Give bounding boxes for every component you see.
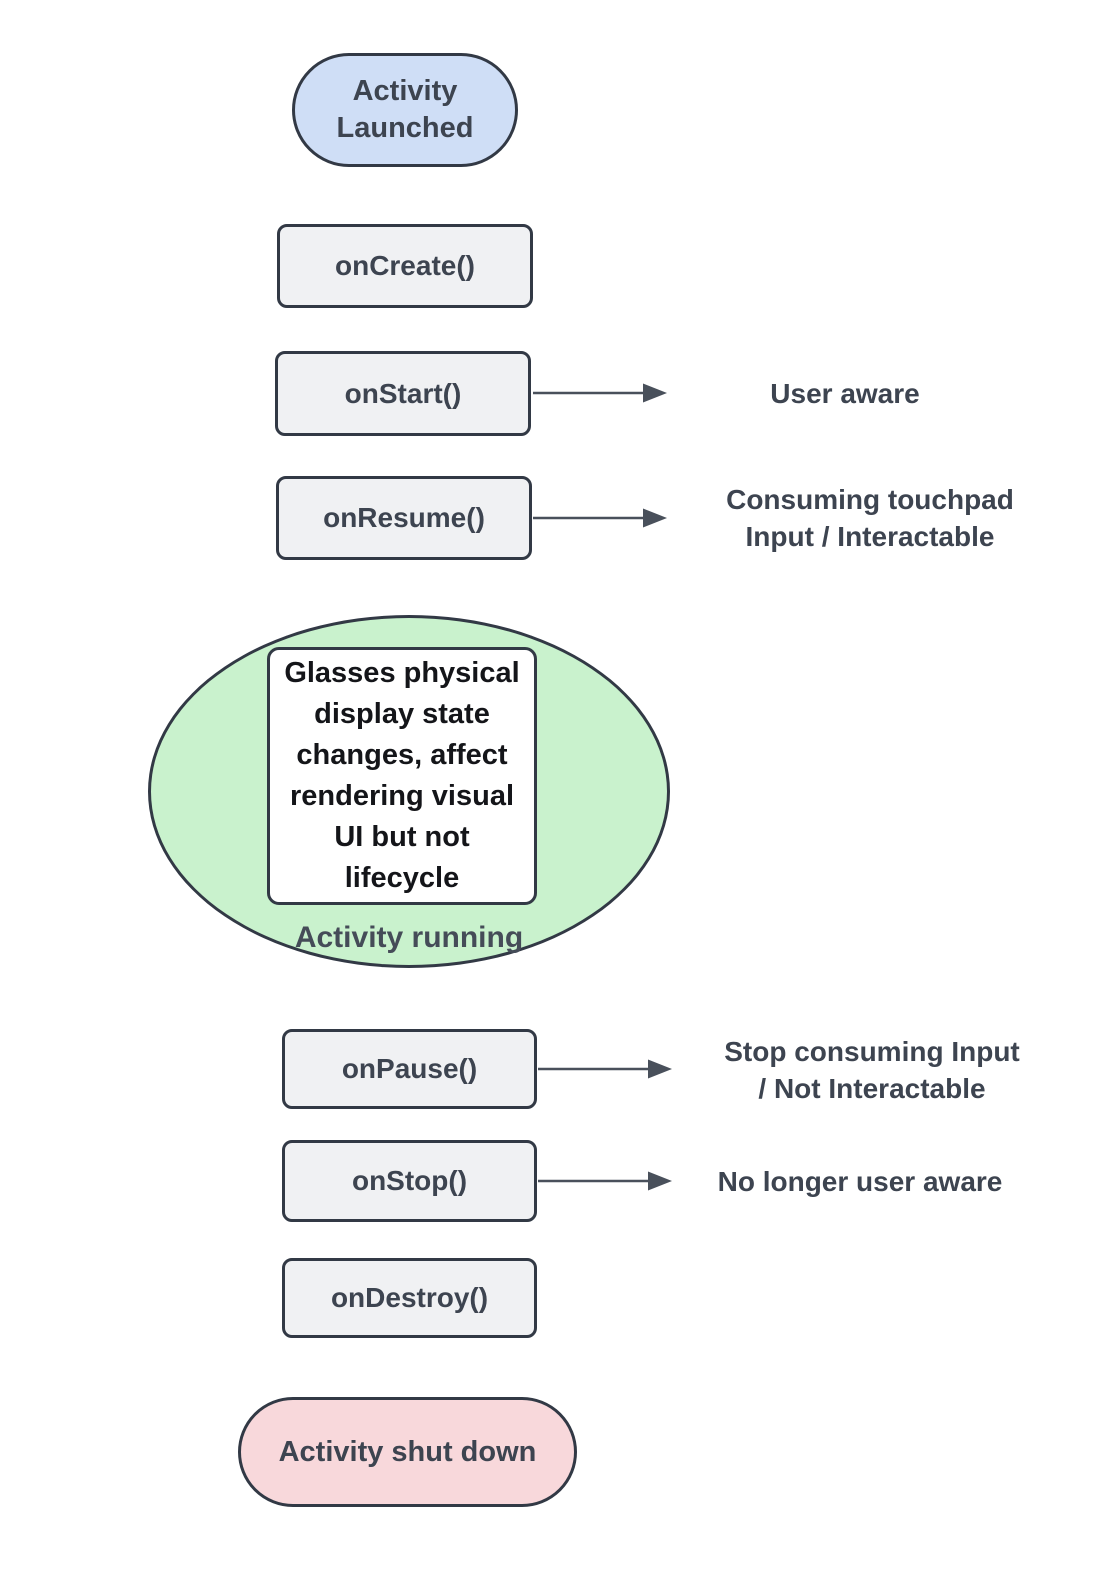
note-line: changes, affect	[296, 739, 508, 771]
node-activity-launched: Activity Launched	[292, 53, 518, 167]
annotation-line: / Not Interactable	[758, 1073, 986, 1104]
annotation-line: Input / Interactable	[745, 521, 995, 552]
arrow-right-icon	[533, 508, 667, 528]
node-activity-launched-label: Activity Launched	[336, 75, 474, 144]
annotation-line: No longer user aware	[717, 1166, 1003, 1197]
node-activity-shut-down-label: Activity shut down	[278, 1435, 537, 1468]
node-onpause-label: onPause()	[341, 1053, 478, 1084]
node-activity-shut-down: Activity shut down	[238, 1397, 577, 1507]
note-line: lifecycle	[344, 862, 460, 894]
annotation-no-longer-user-aware: No longer user aware	[690, 1163, 1030, 1200]
arrow-right-icon	[533, 383, 667, 403]
annotation-stop-consuming: Stop consuming Input / Not Interactable	[692, 1033, 1052, 1107]
node-onstop-label: onStop()	[351, 1165, 468, 1196]
node-ondestroy: onDestroy()	[282, 1258, 537, 1338]
annotation-line: Stop consuming Input	[724, 1036, 1020, 1067]
note-line: UI but not	[334, 821, 470, 853]
annotation-line: Consuming touchpad	[726, 484, 1014, 515]
node-onresume: onResume()	[276, 476, 532, 560]
note-line: Glasses physical	[284, 657, 520, 689]
node-onstart: onStart()	[275, 351, 531, 436]
node-oncreate: onCreate()	[277, 224, 533, 308]
running-state-note: Glasses physical display state changes, …	[267, 647, 537, 905]
annotation-user-aware: User aware	[690, 375, 1000, 412]
arrow-right-icon	[538, 1059, 672, 1079]
node-onstart-label: onStart()	[344, 377, 462, 409]
node-onpause: onPause()	[282, 1029, 537, 1109]
node-onresume-label: onResume()	[323, 502, 485, 533]
annotation-consuming-touchpad: Consuming touchpad Input / Interactable	[690, 481, 1050, 555]
node-oncreate-label: onCreate()	[334, 250, 475, 281]
note-line: display state	[314, 698, 490, 730]
node-onstop: onStop()	[282, 1140, 537, 1222]
node-ondestroy-label: onDestroy()	[330, 1282, 489, 1313]
activity-running-label: Activity running	[294, 921, 524, 954]
arrow-right-icon	[538, 1171, 672, 1191]
annotation-line: User aware	[770, 378, 920, 409]
note-line: rendering visual	[289, 780, 514, 812]
